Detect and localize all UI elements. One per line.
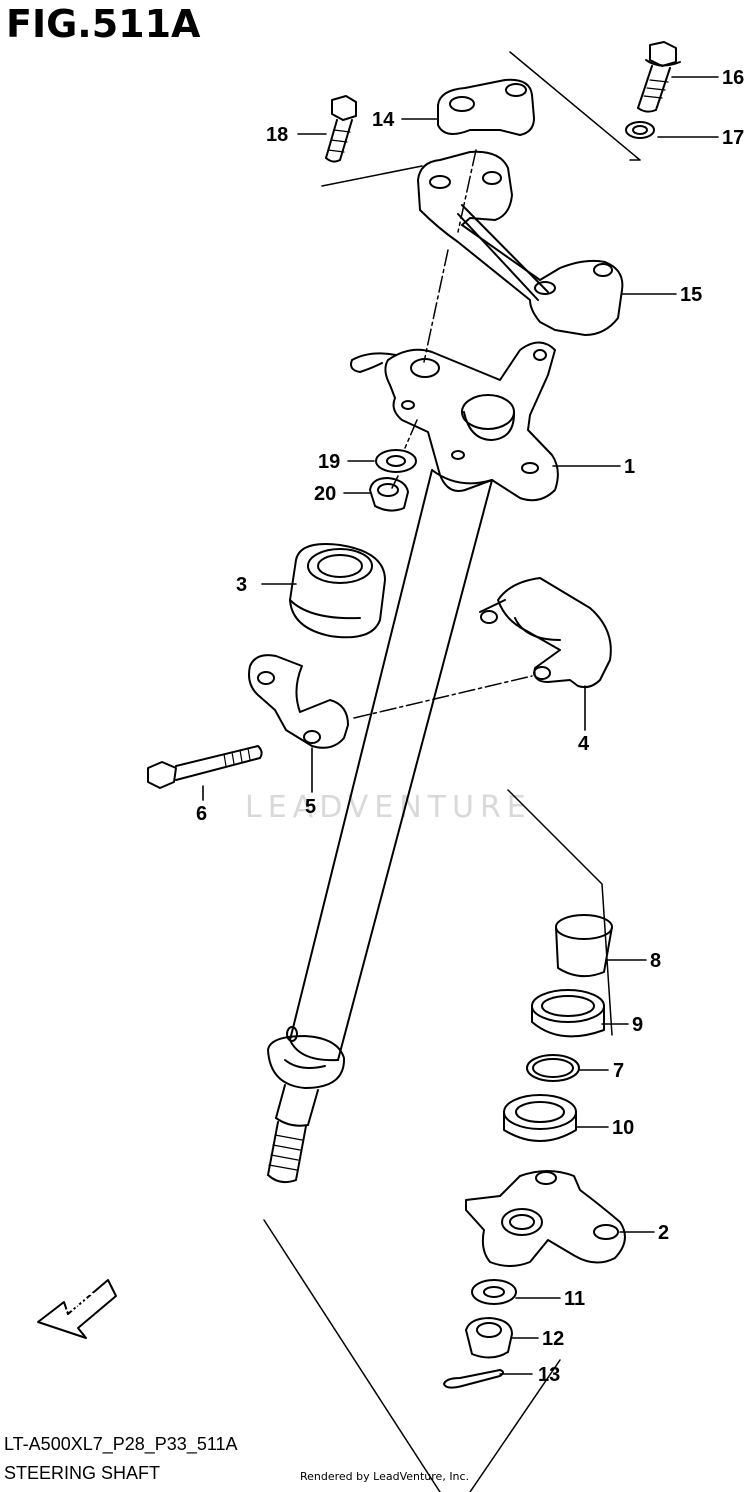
part-13-cotter-pin[interactable]: [443, 1369, 504, 1389]
callout-18[interactable]: 18: [266, 124, 288, 146]
callout-1[interactable]: 1: [624, 456, 635, 478]
part-4-holder[interactable]: [479, 577, 612, 689]
callout-9[interactable]: 9: [632, 1014, 643, 1036]
part-9-bearing[interactable]: [531, 989, 605, 1038]
callout-5[interactable]: 5: [305, 796, 316, 818]
callout-3[interactable]: 3: [236, 574, 247, 596]
part-15-holder-lower[interactable]: [417, 150, 624, 336]
part-20-nut[interactable]: [369, 477, 409, 512]
callout-17[interactable]: 17: [722, 127, 744, 149]
part-6-bolt[interactable]: [147, 745, 263, 789]
part-12-nut[interactable]: [465, 1317, 513, 1359]
callout-6[interactable]: 6: [196, 803, 207, 825]
fwd-arrow-icon: [37, 1279, 117, 1339]
callout-14[interactable]: 14: [372, 109, 395, 131]
rendered-by-credit: Rendered by LeadVenture, Inc.: [300, 1470, 470, 1483]
callout-8[interactable]: 8: [650, 950, 661, 972]
part-14-holder-upper[interactable]: [437, 78, 535, 136]
callout-12[interactable]: 12: [542, 1328, 564, 1350]
callout-4[interactable]: 4: [578, 733, 590, 755]
part-7-oring[interactable]: [526, 1054, 580, 1082]
part-17-washer[interactable]: [625, 121, 655, 139]
callout-11[interactable]: 11: [564, 1288, 585, 1310]
center-lines: [353, 149, 533, 719]
part-8-collar[interactable]: [555, 914, 613, 978]
figure-title: FIG.511A: [6, 2, 201, 46]
part-11-washer[interactable]: [471, 1279, 517, 1305]
bracket-lines: [263, 51, 641, 1492]
part-3-bushing[interactable]: [289, 543, 386, 639]
callout-15[interactable]: 15: [680, 284, 702, 306]
callout-2[interactable]: 2: [658, 1222, 669, 1244]
part-2-lower-arm[interactable]: [465, 1170, 626, 1267]
watermark-text: LEADVENTURE: [245, 790, 532, 825]
steering-shaft-tube[interactable]: [267, 469, 493, 1184]
part-19-washer[interactable]: [375, 449, 417, 473]
part-18-bolt[interactable]: [325, 95, 357, 163]
callout-10[interactable]: 10: [612, 1117, 634, 1139]
callout-19[interactable]: 19: [318, 451, 340, 473]
leader-lines: [202, 76, 719, 1375]
figure-code: LT-A500XL7_P28_P33_511A: [4, 1434, 238, 1454]
callout-13[interactable]: 13: [538, 1364, 560, 1386]
figure-name: STEERING SHAFT: [4, 1463, 161, 1483]
part-1-steering-bracket[interactable]: [350, 341, 559, 502]
callout-7[interactable]: 7: [613, 1060, 624, 1082]
callout-20[interactable]: 20: [314, 483, 336, 505]
callout-16[interactable]: 16: [722, 67, 744, 89]
part-16-bolt[interactable]: [637, 41, 681, 113]
part-5-holder[interactable]: [248, 654, 349, 749]
part-10-seal[interactable]: [503, 1094, 577, 1142]
fwd-label: FWD: [57, 1287, 102, 1328]
